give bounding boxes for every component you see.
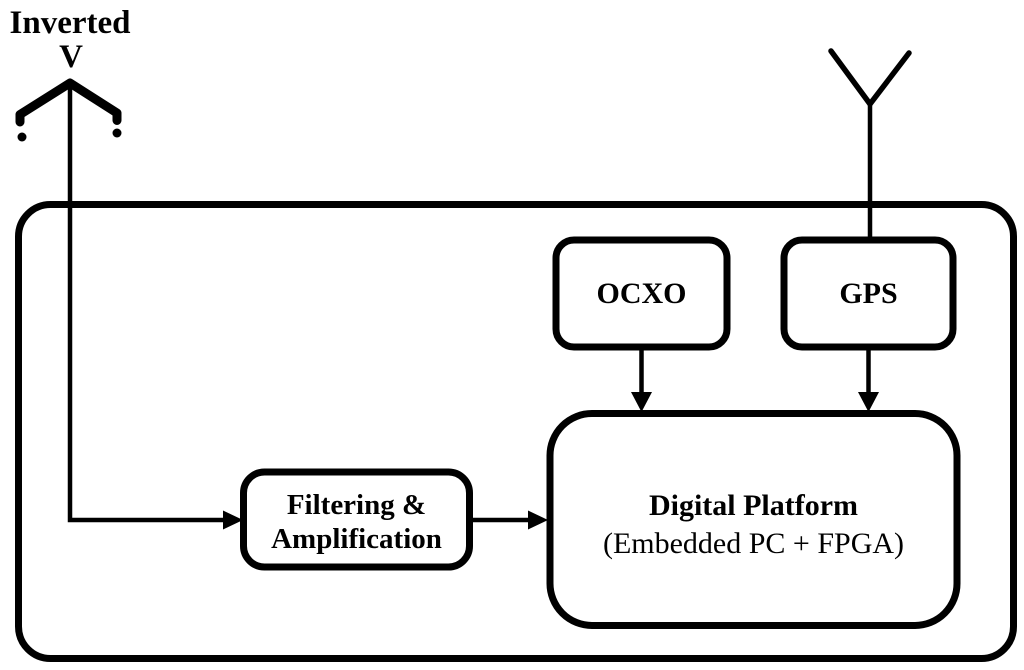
gps-antenna-arms (828, 48, 912, 109)
antenna-label-line2: V (59, 39, 83, 75)
inverted-v-antenna-right-dot (112, 128, 122, 138)
antenna-to-filtering-line (67, 84, 224, 523)
inverted-v-antenna-icon (15, 78, 122, 142)
ocxo-label: OCXO (597, 277, 687, 310)
ocxo-to-platform-arrowhead (631, 392, 652, 412)
antenna-to-filtering-arrowhead (223, 510, 243, 530)
filtering-to-platform-arrowhead (528, 510, 548, 530)
inverted-v-antenna-left-dot (17, 132, 27, 142)
gps-antenna-icon (828, 48, 912, 243)
antenna-label-line1: Inverted (10, 5, 131, 41)
gps-label: GPS (839, 277, 897, 310)
inverted-v-antenna-arms (15, 78, 122, 127)
digital-platform-label-line1: Digital Platform (649, 489, 858, 522)
filtering-amplification-box (240, 468, 473, 571)
filtering-label-line2: Amplification (271, 523, 442, 555)
filtering-label-line1: Filtering & (287, 489, 426, 521)
gps-to-platform-arrowhead (858, 392, 879, 412)
digital-platform-label-line2: (Embedded PC + FPGA) (603, 527, 904, 560)
digital-platform-box (546, 410, 961, 629)
